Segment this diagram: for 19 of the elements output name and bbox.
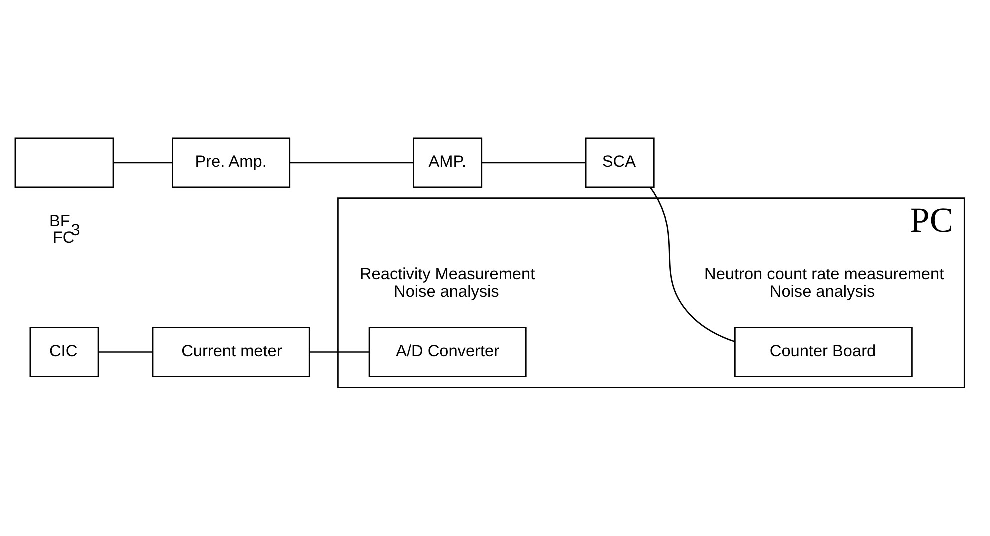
connector: [309, 351, 369, 352]
node-box: Current meter: [152, 326, 310, 377]
connector: [649, 186, 735, 342]
node-box: Counter Board: [734, 326, 912, 377]
connector: [289, 162, 414, 164]
node-box: AMP.: [412, 137, 482, 188]
node-box: A/D Converter: [368, 326, 526, 377]
node-box: SCA: [584, 137, 654, 188]
node-label: Reactivity Measurement: [360, 265, 535, 284]
node-box: CIC: [29, 326, 99, 377]
node-label: Noise analysis: [394, 282, 499, 301]
node-box: [14, 137, 114, 188]
node-label: Neutron count rate measurement: [704, 265, 944, 284]
node-label: FC: [52, 228, 74, 246]
connector: [481, 162, 586, 164]
node-label: Noise analysis: [769, 282, 875, 301]
connector: [98, 351, 152, 352]
node-box: Pre. Amp.: [172, 137, 290, 188]
connector: [113, 162, 172, 164]
